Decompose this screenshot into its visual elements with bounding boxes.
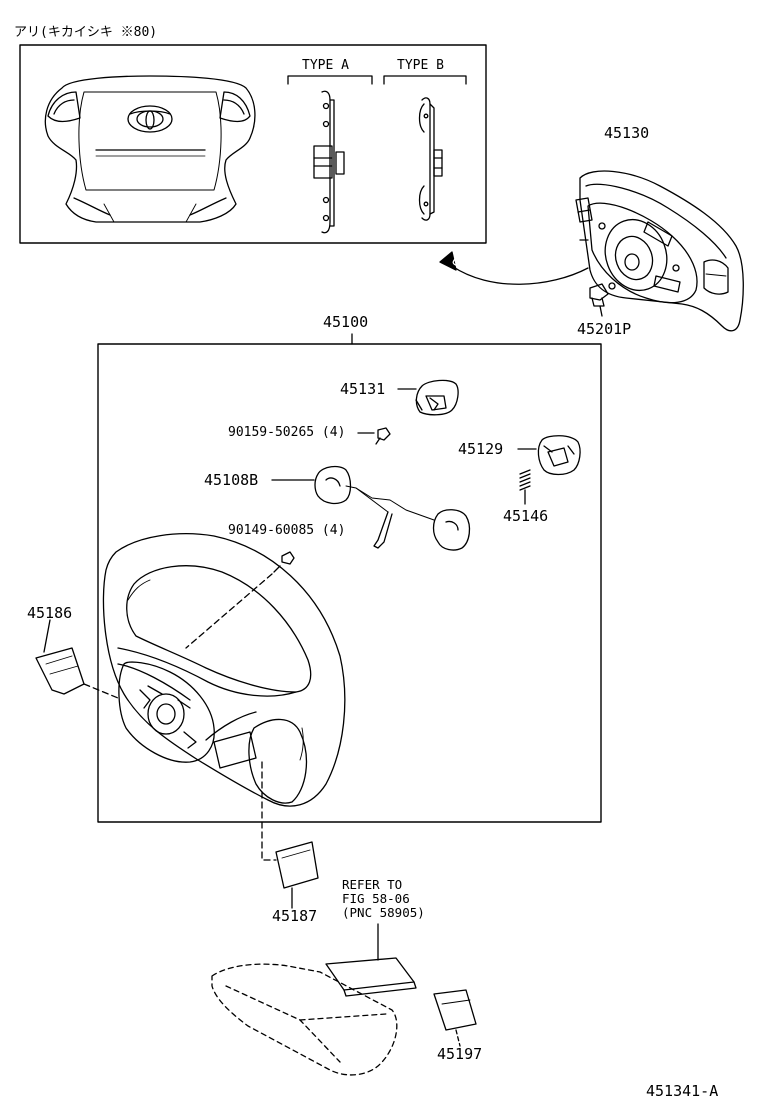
part-label-45108b[interactable]: 45108B bbox=[204, 471, 259, 489]
type-a-label: TYPE A bbox=[302, 58, 349, 73]
steering-wheel-box bbox=[98, 344, 601, 822]
cover-45131-drawing bbox=[398, 380, 458, 414]
inset-airbag-pad bbox=[45, 76, 255, 222]
screw-90149-drawing bbox=[186, 552, 294, 648]
inset-type-b-bracket bbox=[384, 76, 466, 220]
screw-45201p-drawing bbox=[590, 284, 608, 316]
part-label-45186[interactable]: 45186 bbox=[27, 604, 73, 622]
airbag-assembly-drawing bbox=[576, 171, 743, 331]
figure-code: 451341-A bbox=[646, 1082, 719, 1100]
inset-panel bbox=[20, 45, 486, 243]
part-label-45146[interactable]: 45146 bbox=[503, 507, 549, 525]
part-label-45201p[interactable]: 45201P bbox=[577, 320, 632, 338]
inset-type-a-bracket bbox=[288, 76, 372, 233]
type-b-label: TYPE B bbox=[397, 58, 444, 73]
spring-45146-drawing bbox=[520, 470, 530, 504]
steering-wheel-drawing bbox=[103, 534, 344, 806]
reference-note-line3[interactable]: (PNC 58905) bbox=[342, 905, 425, 920]
pad-45197-drawing bbox=[434, 990, 476, 1046]
part-label-90159-50265[interactable]: 90159-50265 (4) bbox=[228, 425, 346, 440]
part-label-90149-60085[interactable]: 90149-60085 (4) bbox=[228, 523, 346, 538]
part-label-45130[interactable]: 45130 bbox=[604, 124, 650, 142]
part-label-45129[interactable]: 45129 bbox=[458, 440, 504, 458]
inset-caption: アリ(キカイシキ ※80) bbox=[14, 25, 158, 40]
cover-45187-drawing bbox=[262, 762, 318, 908]
cover-45186-drawing bbox=[36, 620, 118, 698]
reference-note-line2: FIG 58-06 bbox=[342, 891, 410, 906]
part-label-45100[interactable]: 45100 bbox=[323, 313, 369, 331]
reference-note-line1: REFER TO bbox=[342, 877, 403, 892]
part-label-45131[interactable]: 45131 bbox=[340, 380, 386, 398]
screw-90159-drawing bbox=[358, 428, 390, 444]
switch-45108b-drawing bbox=[272, 467, 469, 550]
cover-45129-drawing bbox=[518, 436, 580, 475]
reference-parts-drawing bbox=[212, 924, 416, 1075]
part-label-45197[interactable]: 45197 bbox=[437, 1045, 483, 1063]
part-label-45187[interactable]: 45187 bbox=[272, 907, 318, 925]
assembly-arrow bbox=[440, 252, 588, 284]
